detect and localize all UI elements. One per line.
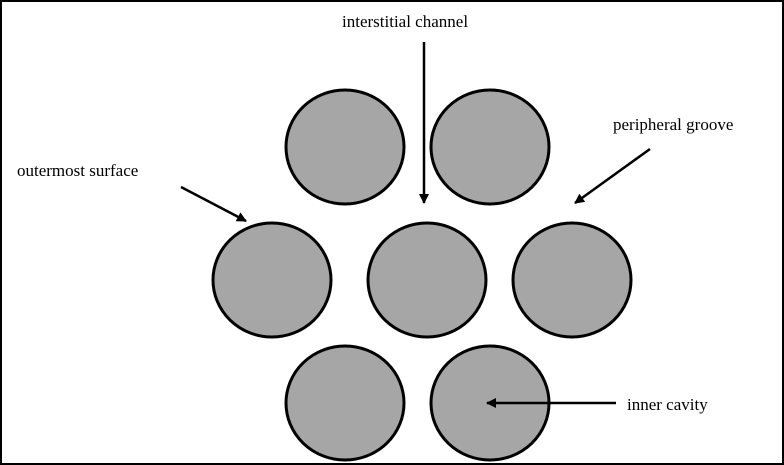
strand-circle-middle-left xyxy=(211,221,333,339)
strand-circle-center xyxy=(366,221,488,339)
strand-circle-top-left xyxy=(284,88,406,206)
strand-circle-middle-right xyxy=(511,221,633,339)
inner-cavity-label: inner cavity xyxy=(627,395,708,414)
peripheral-groove-label: peripheral groove xyxy=(613,115,733,134)
strand-circle-bottom-left xyxy=(284,344,406,462)
strand-group xyxy=(211,88,633,462)
strand-circle-top-right xyxy=(429,88,551,206)
outermost-surface-arrow xyxy=(180,185,247,223)
peripheral-groove-arrow xyxy=(574,147,651,205)
outermost-surface-label: outermost surface xyxy=(17,161,138,180)
interstitial-channel-label: interstitial channel xyxy=(342,12,468,31)
